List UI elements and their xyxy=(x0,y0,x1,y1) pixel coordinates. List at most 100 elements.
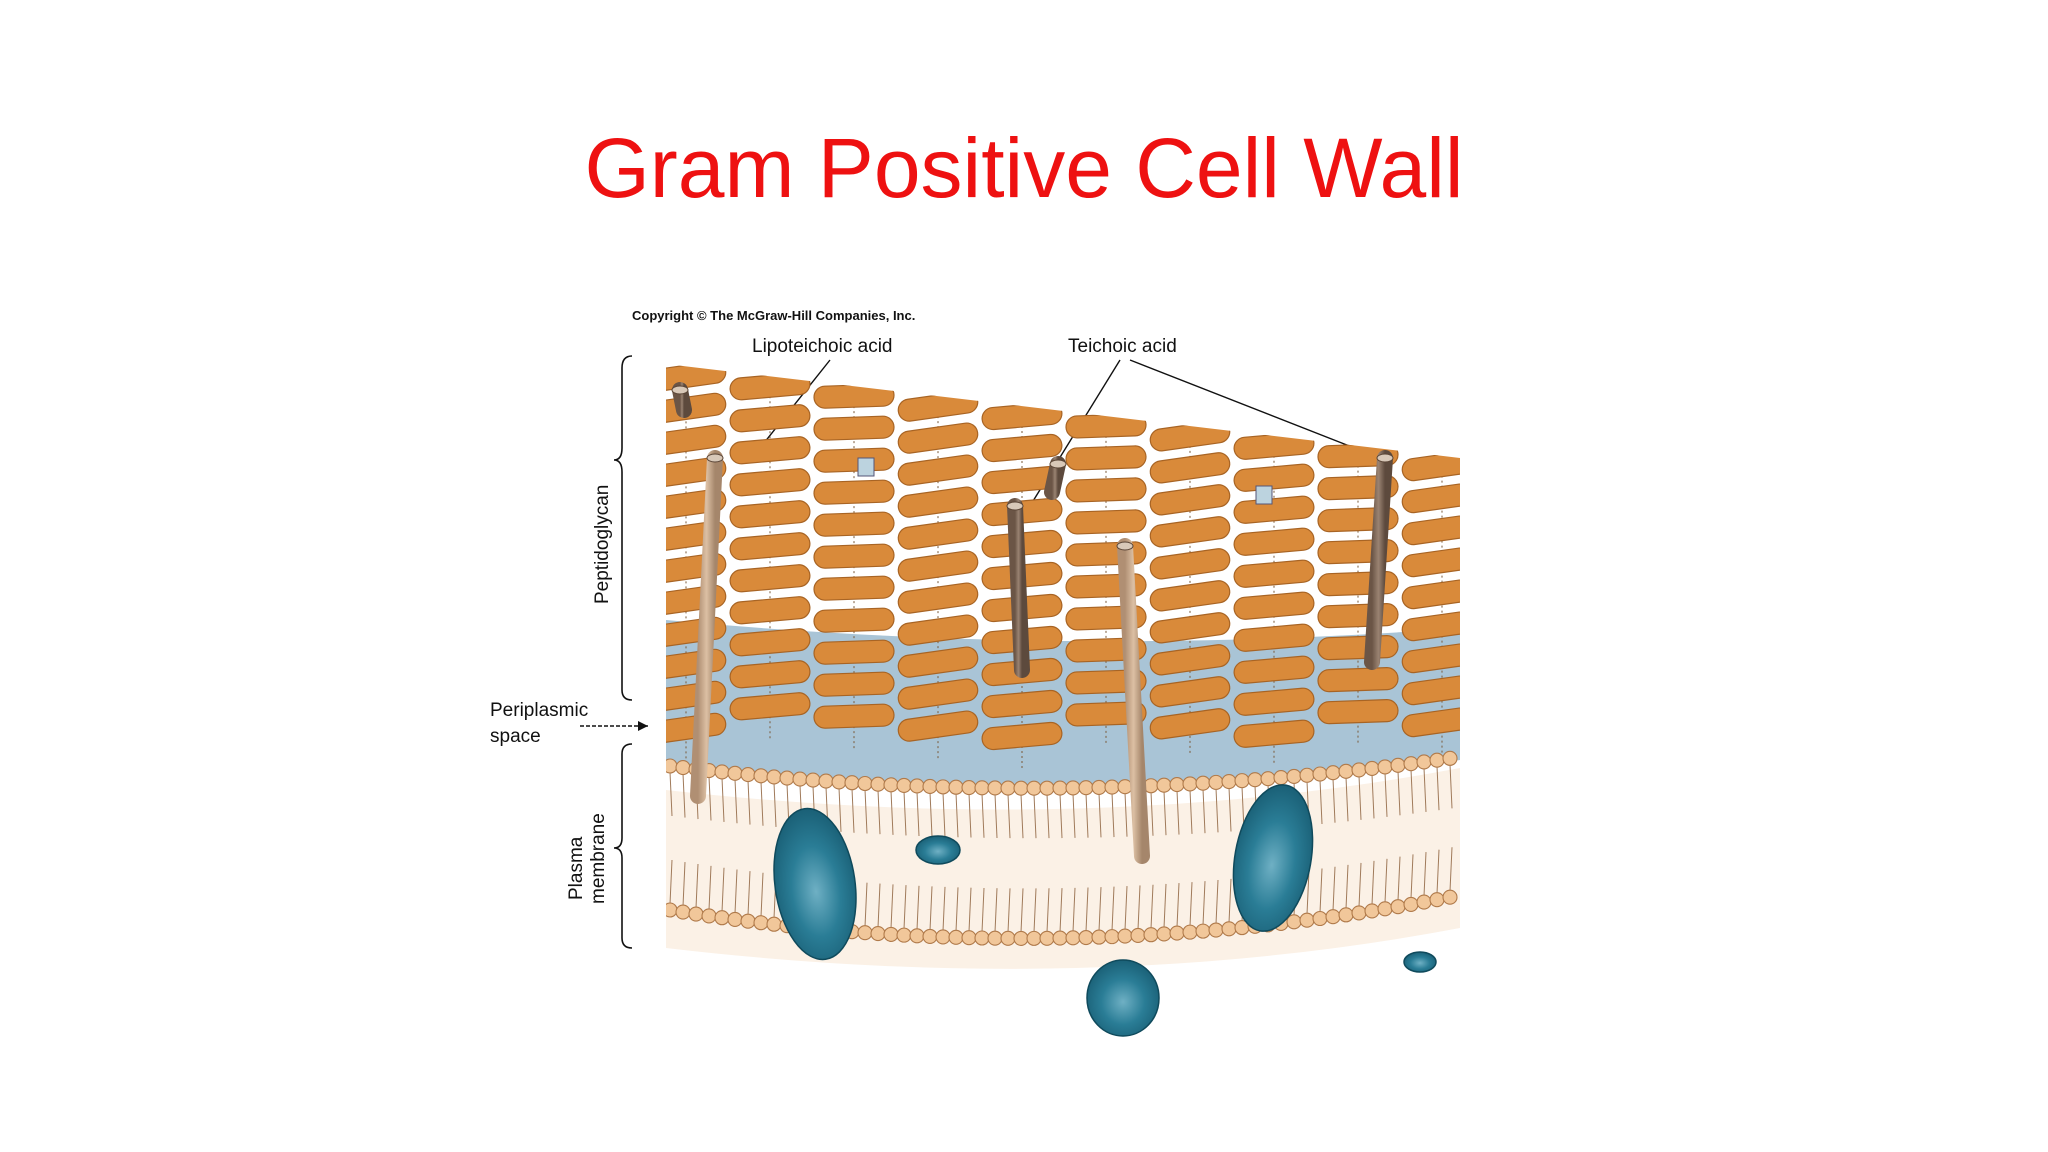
lipoteichoic-acid-rod xyxy=(1117,538,1150,864)
lipid-tail xyxy=(1449,764,1453,809)
lipid-tail xyxy=(916,885,920,930)
teichoic-acid-stub xyxy=(857,457,875,477)
lipid-head xyxy=(1169,925,1185,941)
peptidoglycan-strand xyxy=(1065,445,1147,471)
lipid-head xyxy=(1351,905,1367,921)
peptidoglycan-strand xyxy=(897,550,979,582)
lipid-head xyxy=(1338,763,1354,779)
peptidoglycan-strand xyxy=(729,628,811,657)
lipid-tail xyxy=(1397,771,1401,816)
lipid-head xyxy=(1169,777,1185,793)
lipid-head xyxy=(1013,780,1029,796)
peptidoglycan-strand xyxy=(729,660,811,689)
peptidoglycan-strand xyxy=(1149,516,1231,548)
lipid-head xyxy=(1403,896,1419,912)
lipid-head xyxy=(1416,894,1432,910)
peptidoglycan-strand xyxy=(729,372,811,401)
lipid-tail xyxy=(708,776,712,821)
peptidoglycan-strand xyxy=(813,639,895,665)
label-membrane: membrane xyxy=(588,813,609,904)
copyright-text: Copyright © The McGraw-Hill Companies, I… xyxy=(632,308,915,323)
lipid-tail xyxy=(669,859,673,905)
lipid-head xyxy=(1104,929,1120,945)
lipid-head xyxy=(1065,780,1081,796)
lipid-head xyxy=(1325,909,1341,925)
label-space: space xyxy=(490,726,541,747)
peptidoglycan-strand xyxy=(1149,484,1231,516)
lipid-head xyxy=(1156,926,1172,942)
lipid-head xyxy=(1104,779,1120,795)
peptidoglycan-strand xyxy=(1233,655,1315,684)
lipid-head xyxy=(883,926,899,942)
teichoic-acid-rod xyxy=(1364,450,1393,670)
lipid-head xyxy=(922,928,938,944)
lipid-head xyxy=(805,772,821,788)
peptidoglycan-strand xyxy=(813,575,895,601)
lipid-tail xyxy=(1163,791,1167,836)
lipid-tail xyxy=(994,793,998,838)
lipid-head xyxy=(961,779,977,796)
lipid-tail xyxy=(838,787,842,832)
lipid-head xyxy=(1091,779,1107,795)
peptidoglycan-strand xyxy=(1233,719,1315,748)
lipid-head xyxy=(666,902,678,918)
peptidoglycan-strand xyxy=(1317,699,1399,725)
lipid-head xyxy=(987,780,1003,796)
lipid-tail xyxy=(1371,774,1375,819)
lipid-head xyxy=(961,930,977,946)
lipid-tail xyxy=(1306,870,1310,915)
lipid-tail xyxy=(1189,789,1193,834)
peptidoglycan-strand xyxy=(729,596,811,625)
lipid-head xyxy=(1208,774,1224,790)
lipid-head xyxy=(1143,927,1159,943)
lipid-tail xyxy=(1397,856,1401,901)
membrane-protein xyxy=(1403,951,1437,973)
peptidoglycan-strand xyxy=(813,479,895,505)
peptidoglycan-strand xyxy=(981,433,1063,463)
lipid-tail xyxy=(929,886,933,931)
lipid-tail xyxy=(1423,767,1427,812)
lipid-tail xyxy=(1423,852,1427,897)
lipid-tail xyxy=(734,869,738,914)
lipid-head xyxy=(1416,754,1432,770)
bracket-plasma-membrane xyxy=(613,743,633,949)
lipid-head xyxy=(1039,780,1055,796)
label-plasma: Plasma xyxy=(566,836,587,900)
lipid-head xyxy=(1390,757,1406,773)
peptidoglycan-strand xyxy=(897,646,979,678)
lipid-tail xyxy=(890,884,894,929)
lipid-head xyxy=(1312,766,1328,782)
lipid-head xyxy=(779,770,795,786)
lipid-tail xyxy=(1449,847,1453,892)
lipid-head xyxy=(857,925,873,941)
lipid-tail xyxy=(1345,864,1349,909)
lipid-head xyxy=(753,915,769,931)
membrane-protein xyxy=(1232,784,1314,932)
lipid-tail xyxy=(955,887,959,932)
lipid-head xyxy=(714,910,730,926)
lipid-tail xyxy=(1046,888,1050,933)
lipid-head xyxy=(1429,892,1445,908)
peptidoglycan-strand xyxy=(1065,509,1147,535)
lipid-tail xyxy=(1436,849,1440,894)
peptidoglycan-strand xyxy=(1233,591,1315,620)
lipid-head xyxy=(1182,924,1198,940)
lipid-head xyxy=(1013,930,1029,946)
teichoic-acid-rod xyxy=(1044,456,1066,500)
peptidoglycan-strand xyxy=(981,689,1063,719)
peptidoglycan-strand xyxy=(1065,477,1147,503)
peptidoglycan-strand xyxy=(813,415,895,441)
leader-line-lipoteichoic xyxy=(759,359,831,449)
peptidoglycan-strand xyxy=(1401,641,1460,674)
lipid-head xyxy=(896,927,912,943)
peptidoglycan-strand xyxy=(1233,463,1315,492)
lipid-tail xyxy=(1319,779,1323,825)
lipid-tail xyxy=(1345,777,1349,822)
peptidoglycan-strand xyxy=(897,390,979,422)
lipid-tail xyxy=(1215,879,1219,925)
lipid-head xyxy=(740,913,756,929)
lipid-head xyxy=(1338,907,1354,923)
peptidoglycan-strand xyxy=(1149,644,1231,676)
label-lipoteichoic-acid: Lipoteichoic acid xyxy=(752,336,892,357)
membrane-protein xyxy=(1086,959,1160,1037)
